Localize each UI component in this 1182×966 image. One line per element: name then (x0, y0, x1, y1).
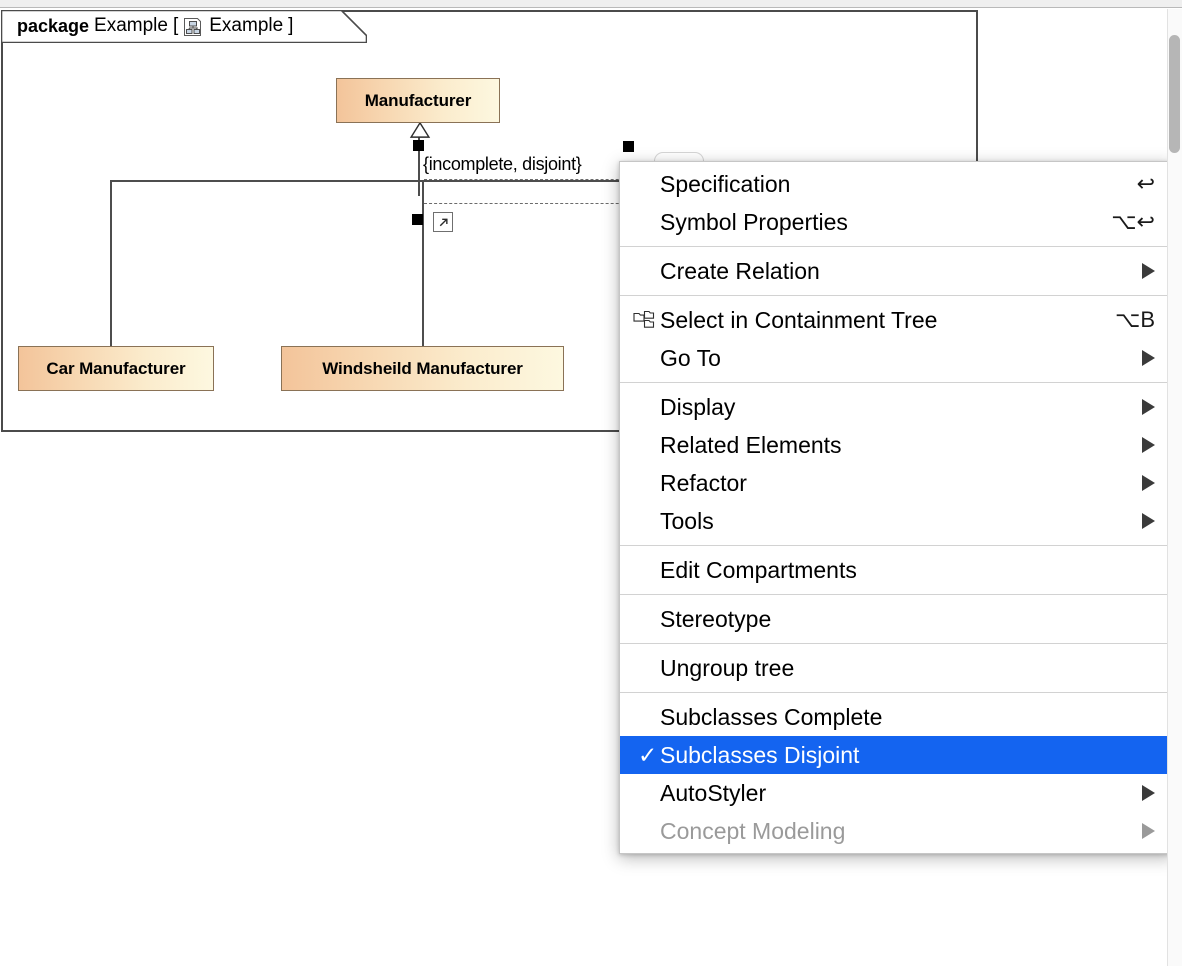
submenu-arrow-icon (1142, 263, 1155, 279)
menu-item-label: Specification (660, 170, 791, 197)
frame-keyword: package (17, 15, 90, 36)
generalization-constraint-label[interactable]: {incomplete, disjoint} (423, 154, 582, 174)
submenu-arrow-icon (1142, 437, 1155, 453)
menu-item-create-relation[interactable]: Create Relation (620, 252, 1173, 290)
selection-handle-top[interactable] (413, 140, 424, 151)
menu-item-autostyler[interactable]: AutoStyler (620, 774, 1173, 812)
menu-item-shortcut: ⌥B (1114, 307, 1155, 332)
menu-item-subclasses-disjoint[interactable]: ✓Subclasses Disjoint (620, 736, 1173, 774)
menu-item-label: Symbol Properties (660, 208, 848, 235)
generalization-line-to-car-manufacturer[interactable] (110, 180, 112, 347)
frame-inner-name: Example (209, 15, 284, 36)
menu-item-label: Edit Compartments (660, 556, 857, 583)
menu-separator (620, 246, 1173, 247)
menu-separator (620, 382, 1173, 383)
vertical-scroll-thumb[interactable] (1169, 35, 1180, 153)
menu-item-go-to[interactable]: Go To (620, 339, 1173, 377)
generalization-line-trunk[interactable] (418, 136, 420, 196)
selection-dash-upper (424, 179, 654, 180)
diagram-frame-label: package Example [ Example ] (17, 13, 293, 39)
context-menu[interactable]: Specification ↩ Symbol Properties ⌥↩ Create … (619, 161, 1174, 854)
generalization-line-branch-bar[interactable] (110, 180, 640, 182)
selection-handle-top-right[interactable] (623, 141, 634, 152)
class-name-label: Windsheild Manufacturer (322, 358, 523, 378)
menu-item-label: Subclasses Disjoint (660, 741, 860, 768)
menu-separator (620, 692, 1173, 693)
checkmark-icon: ✓ (638, 741, 658, 768)
menu-item-shortcut: ⌥↩ (1111, 209, 1155, 234)
class-name-label: Car Manufacturer (46, 358, 186, 378)
menu-item-label: Subclasses Complete (660, 703, 883, 730)
menu-item-label: Related Elements (660, 431, 842, 458)
uml-class-manufacturer[interactable]: Manufacturer (336, 78, 503, 126)
window-top-strip (0, 0, 1182, 8)
vertical-scrollbar-track[interactable] (1167, 9, 1182, 966)
diagram-canvas[interactable]: package Example [ Example ] Steering Whe… (0, 9, 1182, 966)
uml-class-car-manufacturer[interactable]: Car Manufacturer (18, 346, 217, 394)
submenu-arrow-icon (1142, 350, 1155, 366)
menu-separator (620, 545, 1173, 546)
menu-item-label: AutoStyler (660, 779, 767, 806)
frame-name: Example (94, 15, 168, 36)
menu-item-specification[interactable]: Specification ↩ (620, 165, 1173, 203)
menu-item-tools[interactable]: Tools (620, 502, 1173, 540)
menu-item-label: Ungroup tree (660, 654, 795, 681)
submenu-arrow-icon (1142, 785, 1155, 801)
menu-item-label: Tools (660, 507, 714, 534)
menu-separator (620, 594, 1173, 595)
menu-item-display[interactable]: Display (620, 388, 1173, 426)
selection-dash-lower (424, 203, 654, 204)
menu-item-label: Create Relation (660, 257, 820, 284)
menu-item-related-elements[interactable]: Related Elements (620, 426, 1173, 464)
hyperlink-arrow-icon[interactable] (433, 212, 453, 232)
menu-item-label: Go To (660, 344, 721, 371)
generalization-triangle-icon (409, 122, 431, 138)
frame-bracket-close: ] (288, 15, 294, 36)
menu-item-refactor[interactable]: Refactor (620, 464, 1173, 502)
menu-item-label: Refactor (660, 469, 747, 496)
menu-item-shortcut: ↩ (1136, 171, 1155, 196)
selection-handle-middle[interactable] (412, 214, 423, 225)
menu-item-select-in-containment-tree[interactable]: Select in Containment Tree ⌥B (620, 301, 1173, 339)
containment-tree-icon (632, 309, 656, 331)
submenu-arrow-icon (1142, 823, 1155, 839)
generalization-line-to-windsheild-manufacturer[interactable] (422, 180, 424, 347)
submenu-arrow-icon (1142, 475, 1155, 491)
menu-separator (620, 643, 1173, 644)
submenu-arrow-icon (1142, 513, 1155, 529)
menu-item-symbol-properties[interactable]: Symbol Properties ⌥↩ (620, 203, 1173, 241)
menu-item-stereotype[interactable]: Stereotype (620, 600, 1173, 638)
menu-item-subclasses-complete[interactable]: Subclasses Complete (620, 698, 1173, 736)
menu-item-label: Select in Containment Tree (660, 306, 938, 333)
class-name-label: Manufacturer (364, 90, 472, 110)
menu-item-ungroup-tree[interactable]: Ungroup tree (620, 649, 1173, 687)
menu-item-edit-compartments[interactable]: Edit Compartments (620, 551, 1173, 589)
diagram-frame-header[interactable]: package Example [ Example ] (1, 10, 367, 43)
submenu-arrow-icon (1142, 399, 1155, 415)
menu-item-concept-modeling: Concept Modeling (620, 812, 1173, 850)
frame-bracket-open: [ (172, 15, 179, 36)
menu-separator (620, 295, 1173, 296)
menu-item-label: Concept Modeling (660, 817, 846, 844)
menu-item-label: Stereotype (660, 605, 772, 632)
uml-class-windsheild-manufacturer[interactable]: Windsheild Manufacturer (281, 346, 567, 394)
package-diagram-icon (183, 17, 204, 38)
menu-item-label: Display (660, 393, 736, 420)
frame-header-pentagon (1, 10, 367, 43)
